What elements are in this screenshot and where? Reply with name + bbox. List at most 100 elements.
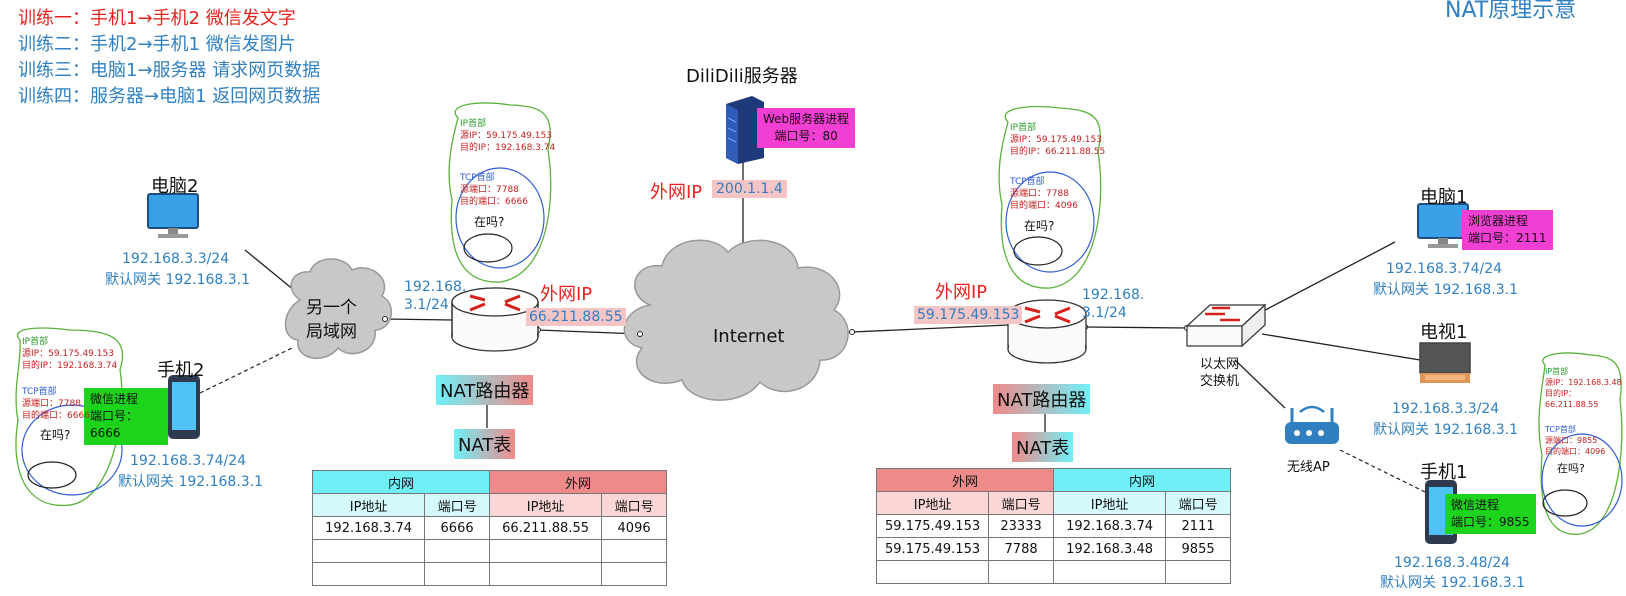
nat-left-cell: 4096 bbox=[601, 516, 667, 540]
wireless-ap-icon bbox=[1285, 405, 1339, 444]
table-row: 59.175.49.153 7788 192.168.3.48 9855 bbox=[875, 537, 1231, 561]
server-process-box: Web服务器进程 端口号：80 bbox=[757, 108, 856, 148]
nat-right-group-outer: 外网 bbox=[876, 468, 1054, 492]
note-src-port-prefix: 源端口： bbox=[460, 185, 497, 195]
phone1-process-box: 微信进程 端口号：9855 bbox=[1445, 494, 1536, 534]
pc1-ip: 192.168.3.74/24 bbox=[1386, 261, 1503, 277]
note-src-ip: 59.175.49.153 bbox=[486, 131, 552, 141]
router-right-wan-ip: 59.175.49.153 bbox=[914, 306, 1023, 324]
table-row bbox=[875, 560, 1231, 584]
nat-left-cell: 192.168.3.74 bbox=[311, 516, 426, 540]
nat-left-group-inner: 内网 bbox=[312, 470, 490, 494]
note-bubble: 在吗? bbox=[1557, 462, 1585, 475]
nat-left-cell bbox=[601, 562, 667, 586]
link-switch-ap bbox=[1234, 359, 1286, 409]
note-dst-ip-prefix: 目的IP： bbox=[22, 361, 58, 371]
exercise-2: 训练二：手机2→手机1 微信发图片 bbox=[18, 34, 296, 55]
nat-left-group-outer: 外网 bbox=[489, 470, 667, 494]
pc1-process-name: 浏览器进程 bbox=[1468, 214, 1529, 228]
internet-label: Internet bbox=[713, 326, 785, 347]
note-src-port: 7788 bbox=[58, 399, 81, 409]
nat-right-cell: 7788 bbox=[988, 537, 1054, 561]
note-bubble: 在吗? bbox=[1024, 219, 1055, 233]
server-process-port: 端口号：80 bbox=[774, 129, 838, 143]
pc2-ip: 192.168.3.3/24 bbox=[122, 251, 230, 267]
link-router-left-internet bbox=[537, 329, 641, 335]
phone1-name: 手机1 bbox=[1420, 462, 1468, 483]
nat-left-cell bbox=[601, 539, 667, 563]
nat-left-col-port: 端口号 bbox=[601, 493, 667, 517]
phone1-ip: 192.168.3.48/24 bbox=[1394, 555, 1511, 571]
note-src-port: 7788 bbox=[496, 185, 519, 195]
note-dst-ip: 192.168.3.74 bbox=[57, 361, 118, 371]
note-src-ip-prefix: 源IP： bbox=[1545, 378, 1569, 387]
nat-right-col-ip: IP地址 bbox=[1052, 491, 1167, 515]
nat-right-cell: 59.175.49.153 bbox=[875, 514, 990, 538]
nat-left-cell bbox=[311, 539, 426, 563]
nat-right-col-port: 端口号 bbox=[1165, 491, 1231, 515]
note-outlines bbox=[15, 102, 1623, 535]
phone1-process-name: 微信进程 bbox=[1451, 498, 1500, 512]
router-left-icon bbox=[451, 287, 539, 352]
nat-left-cell bbox=[311, 562, 426, 586]
server-icon bbox=[726, 96, 764, 164]
router-left-name: NAT路由器 bbox=[436, 375, 534, 405]
note-src-port-prefix: 源端口： bbox=[22, 399, 59, 409]
exercise-3: 训练三：电脑1→服务器 请求网页数据 bbox=[18, 60, 321, 81]
server-wan-ip: 200.1.1.4 bbox=[712, 180, 787, 198]
note-src-port-prefix: 源端口： bbox=[1545, 436, 1577, 445]
pc1-process-port: 端口号：2111 bbox=[1468, 231, 1547, 245]
note-phone2: IP首部 源IP：59.175.49.153 目的IP：192.168.3.74… bbox=[22, 336, 117, 441]
link-switch-pc1 bbox=[1249, 241, 1396, 319]
lan-cloud-label: 另一个 局域网 bbox=[306, 298, 357, 342]
phone2-icon bbox=[168, 375, 200, 439]
note-src-ip-prefix: 源IP： bbox=[1010, 135, 1037, 145]
note-src-ip: 59.175.49.153 bbox=[48, 349, 114, 359]
note-ip-header: IP首部 bbox=[1545, 367, 1569, 376]
ap-label: 无线AP bbox=[1287, 460, 1330, 475]
link-lan-router-left bbox=[384, 318, 453, 321]
phone1-process-port: 端口号：9855 bbox=[1451, 515, 1530, 529]
nat-right-cell bbox=[875, 560, 990, 584]
switch-label: 以太网 交换机 bbox=[1200, 357, 1240, 389]
nat-right-cell bbox=[1052, 560, 1167, 584]
router-right-nat-label: NAT表 bbox=[1012, 432, 1074, 462]
router-right-lan-ip: 192.168. 3.1/24 bbox=[1082, 287, 1145, 321]
nat-table-right: 外网 内网 IP地址 端口号 IP地址 端口号 59.175.49.153 23… bbox=[875, 468, 1231, 584]
pc2-gateway: 默认网关 192.168.3.1 bbox=[105, 272, 251, 288]
tv1-gateway: 默认网关 192.168.3.1 bbox=[1373, 422, 1519, 438]
nat-right-cell bbox=[988, 560, 1054, 584]
exercise-1: 训练一：手机1→手机2 微信发文字 bbox=[18, 8, 296, 29]
table-row: 59.175.49.153 23333 192.168.3.74 2111 bbox=[875, 514, 1231, 538]
note-dst-port-prefix: 目的端口： bbox=[1545, 447, 1585, 456]
nat-right-col-port: 端口号 bbox=[988, 491, 1054, 515]
note-dst-ip: 192.168.3.74 bbox=[495, 143, 556, 153]
nat-right-cell bbox=[1165, 560, 1231, 584]
note-src-ip: 59.175.49.153 bbox=[1036, 135, 1102, 145]
server-process-name: Web服务器进程 bbox=[763, 112, 850, 126]
nat-left-col-ip: IP地址 bbox=[488, 493, 603, 517]
pc1-monitor-icon bbox=[1417, 203, 1469, 248]
note-ip-header: IP首部 bbox=[1010, 123, 1037, 133]
note-dst-port: 6666 bbox=[505, 197, 528, 207]
nat-right-group-inner: 内网 bbox=[1053, 468, 1231, 492]
note-phone1: IP首部 源IP：192.168.3.48 目的IP：66.211.88.55 … bbox=[1545, 366, 1626, 474]
tv1-ip: 192.168.3.3/24 bbox=[1392, 401, 1500, 417]
internet-cloud-shape bbox=[623, 239, 849, 401]
note-src-ip: 192.168.3.48 bbox=[1568, 378, 1622, 387]
note-tcp-header: TCP首部 bbox=[1010, 177, 1045, 187]
table-row bbox=[311, 562, 667, 586]
note-tcp-header: TCP首部 bbox=[460, 173, 495, 183]
note-src-port-prefix: 源端口： bbox=[1010, 189, 1047, 199]
link-switch-tv1 bbox=[1261, 333, 1421, 361]
nat-left-cell bbox=[488, 562, 603, 586]
note-tcp-header: TCP首部 bbox=[22, 387, 57, 397]
note-dst-ip-prefix: 目的IP： bbox=[1545, 389, 1577, 398]
lan-cloud-shape bbox=[284, 258, 393, 359]
note-dst-port: 4096 bbox=[1585, 447, 1606, 456]
router-right-wan-label: 外网IP bbox=[935, 282, 988, 303]
nat-right-cell: 192.168.3.74 bbox=[1052, 514, 1167, 538]
link-router-right-switch bbox=[1084, 326, 1188, 329]
note-dst-port-prefix: 目的端口： bbox=[460, 197, 506, 207]
